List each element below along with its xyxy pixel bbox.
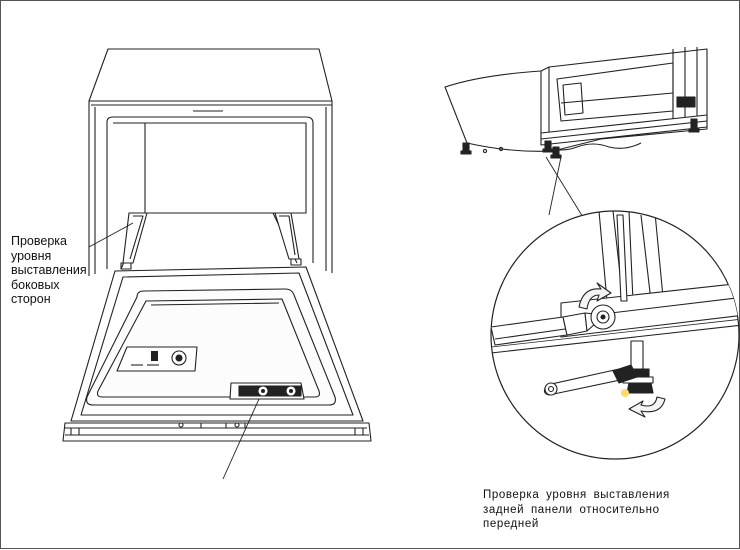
appliance-base-illustration (444, 47, 708, 159)
detail-vertical-rail (640, 212, 664, 302)
base-drawer-inner (562, 82, 584, 116)
cabinet-inner-frame (94, 107, 327, 274)
door-panel-inset (96, 298, 321, 398)
detail-floor-line (491, 322, 739, 354)
door-panel (86, 288, 336, 406)
magnifier-guide-right (548, 156, 562, 216)
base-front-frame (540, 67, 550, 139)
left-side-rail (120, 212, 148, 270)
rotation-arrow-icon (628, 396, 666, 418)
door-level-tool (229, 382, 305, 400)
rear-label-leader-line (222, 398, 260, 480)
door-bottom-frame (62, 422, 372, 442)
tub-opening (106, 116, 314, 269)
detail-lower-panel (491, 316, 739, 348)
adjustable-feet (460, 118, 700, 159)
adjusting-disc (590, 304, 616, 330)
spanner-wrench (543, 364, 638, 396)
side-level-check-label: Проверка уровня выставления боковых стор… (11, 234, 87, 307)
door-gasket-line (150, 302, 280, 306)
side-label-leader-line (88, 222, 134, 248)
right-side-rail (274, 212, 302, 266)
detergent-dispenser (116, 346, 198, 372)
base-dark-detail (676, 96, 696, 108)
door-inner-liner (80, 272, 354, 416)
detail-magnifier (490, 210, 740, 460)
spanner-highlight (621, 389, 629, 397)
base-wavy-edge (544, 142, 642, 151)
rotation-arrow-icon (578, 282, 612, 310)
foot-assembly (622, 340, 654, 394)
tub-back-wall (113, 122, 307, 214)
cabinet-top (88, 48, 333, 102)
rear-level-check-label: Проверка уровня выставления задней панел… (483, 489, 670, 530)
dishwasher-illustration (62, 48, 372, 442)
